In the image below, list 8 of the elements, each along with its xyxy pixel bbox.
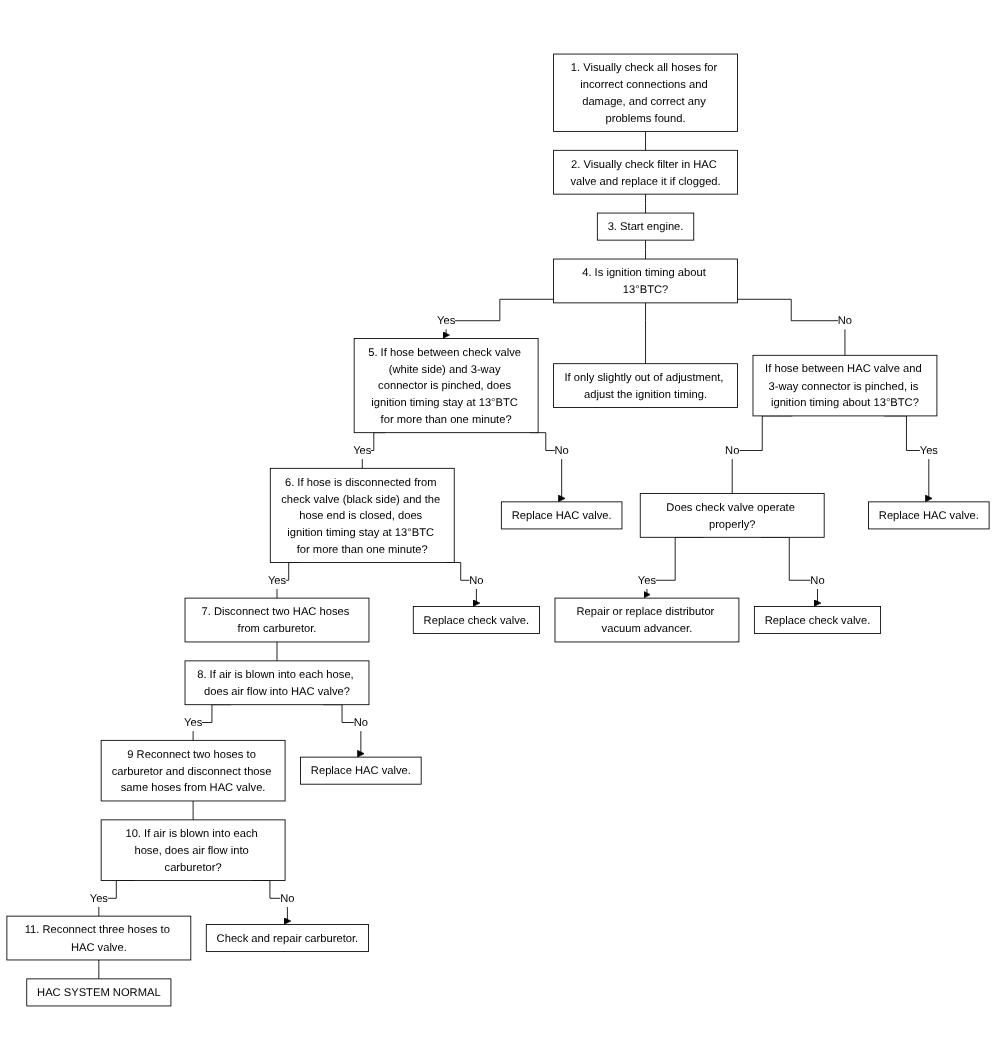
connector [645,193,646,214]
connector [737,298,846,356]
connector [192,800,194,821]
connector [645,302,646,365]
connector [645,131,646,151]
connector [276,641,278,662]
connector [645,239,646,260]
connector [98,959,100,980]
